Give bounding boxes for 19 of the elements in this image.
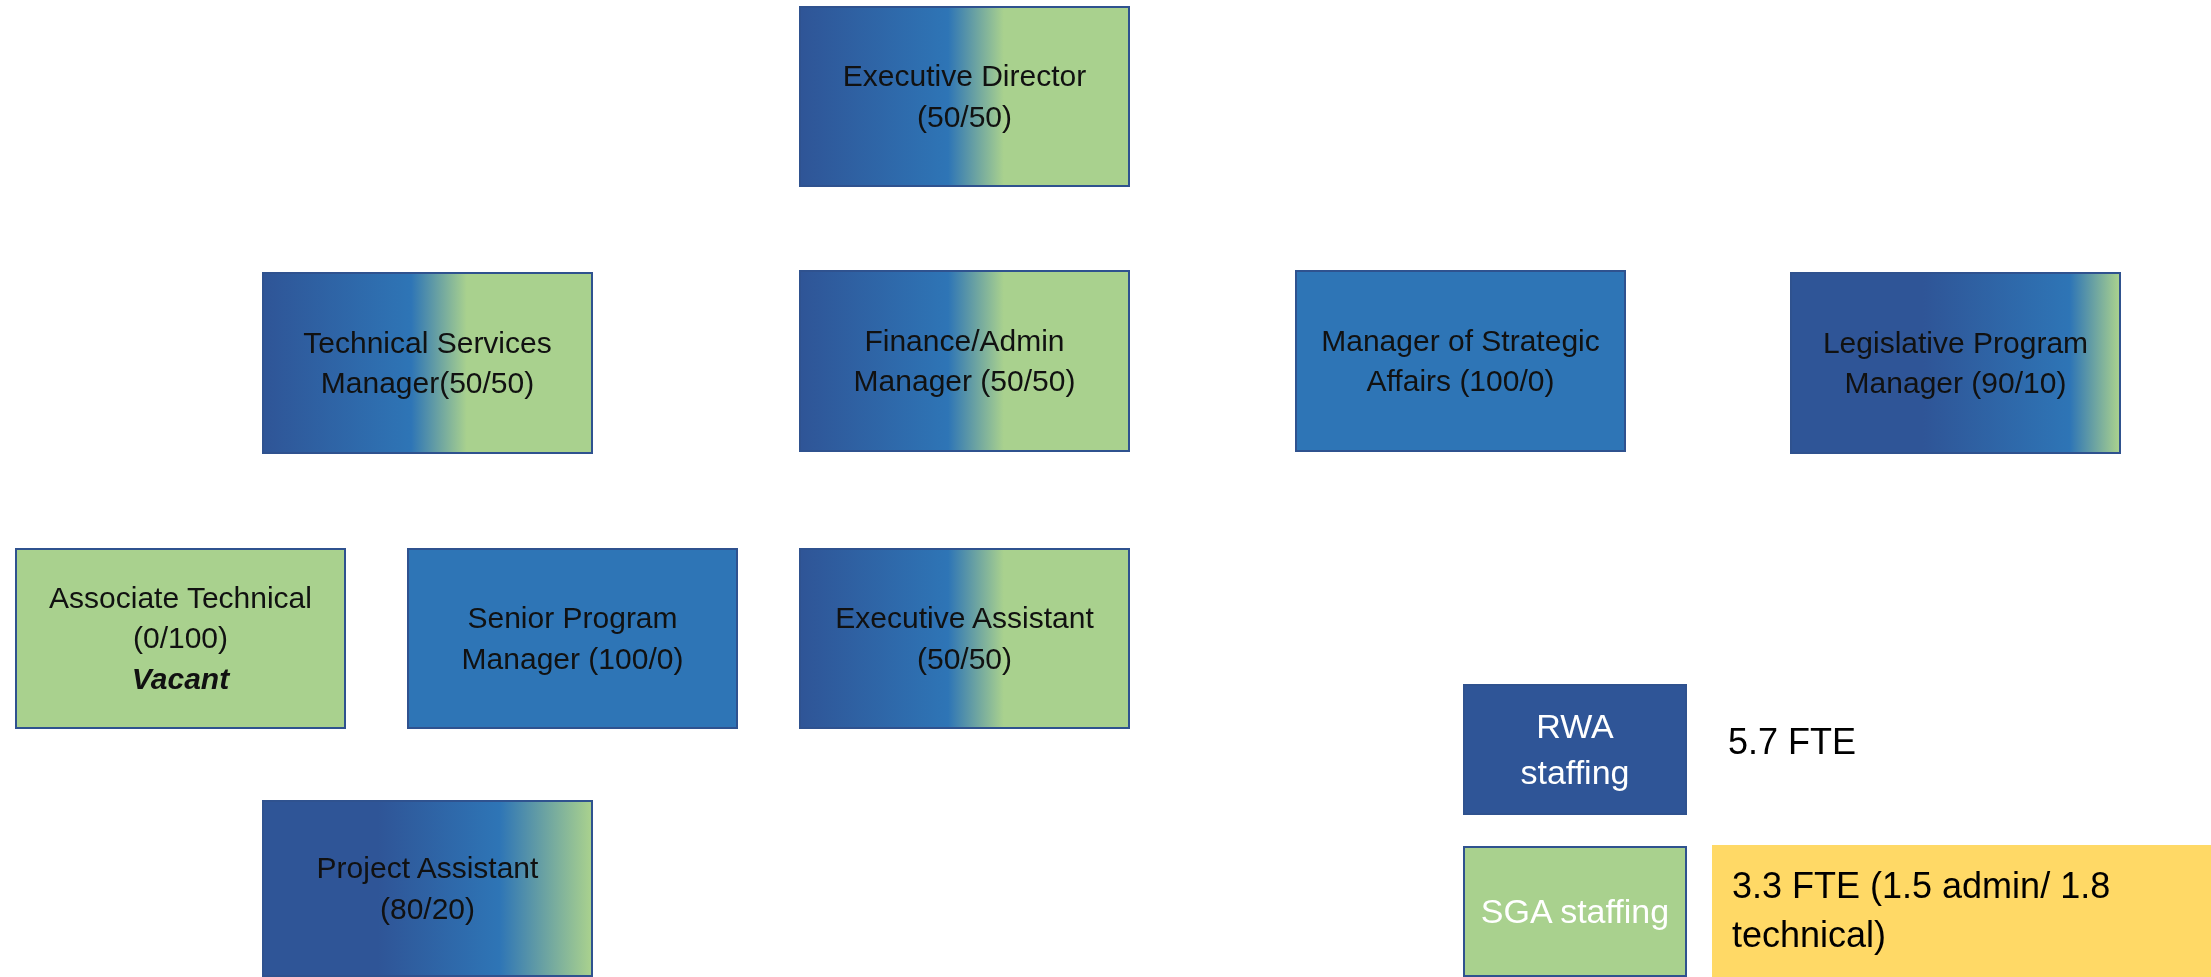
position-box bbox=[1790, 272, 2121, 454]
position-box bbox=[15, 548, 346, 729]
legend-swatch: SGA staffing bbox=[1463, 846, 1687, 977]
position-box bbox=[407, 548, 738, 729]
position-box bbox=[262, 272, 593, 454]
fte-note-box: 3.3 FTE (1.5 admin/ 1.8 technical) bbox=[1712, 845, 2211, 977]
position-box bbox=[799, 548, 1130, 729]
fte-note: 5.7 FTE bbox=[1728, 720, 1857, 764]
legend-swatch: RWA staffing bbox=[1463, 684, 1687, 815]
position-box bbox=[799, 270, 1130, 452]
position-title: Project Assistant (80/20) bbox=[315, 850, 540, 927]
status-note: Vacant bbox=[131, 660, 230, 697]
position-title: Senior Program Manager (100/0) bbox=[460, 600, 685, 677]
position-box bbox=[262, 800, 593, 977]
position-title: Legislative Program Manager (90/10) bbox=[1821, 324, 2090, 401]
position-title: Manager of Strategic Affairs (100/0) bbox=[1320, 322, 1601, 399]
position-title: Associate Technical (0/100) bbox=[48, 579, 313, 657]
position-box bbox=[799, 6, 1130, 187]
position-box bbox=[1295, 270, 1626, 452]
